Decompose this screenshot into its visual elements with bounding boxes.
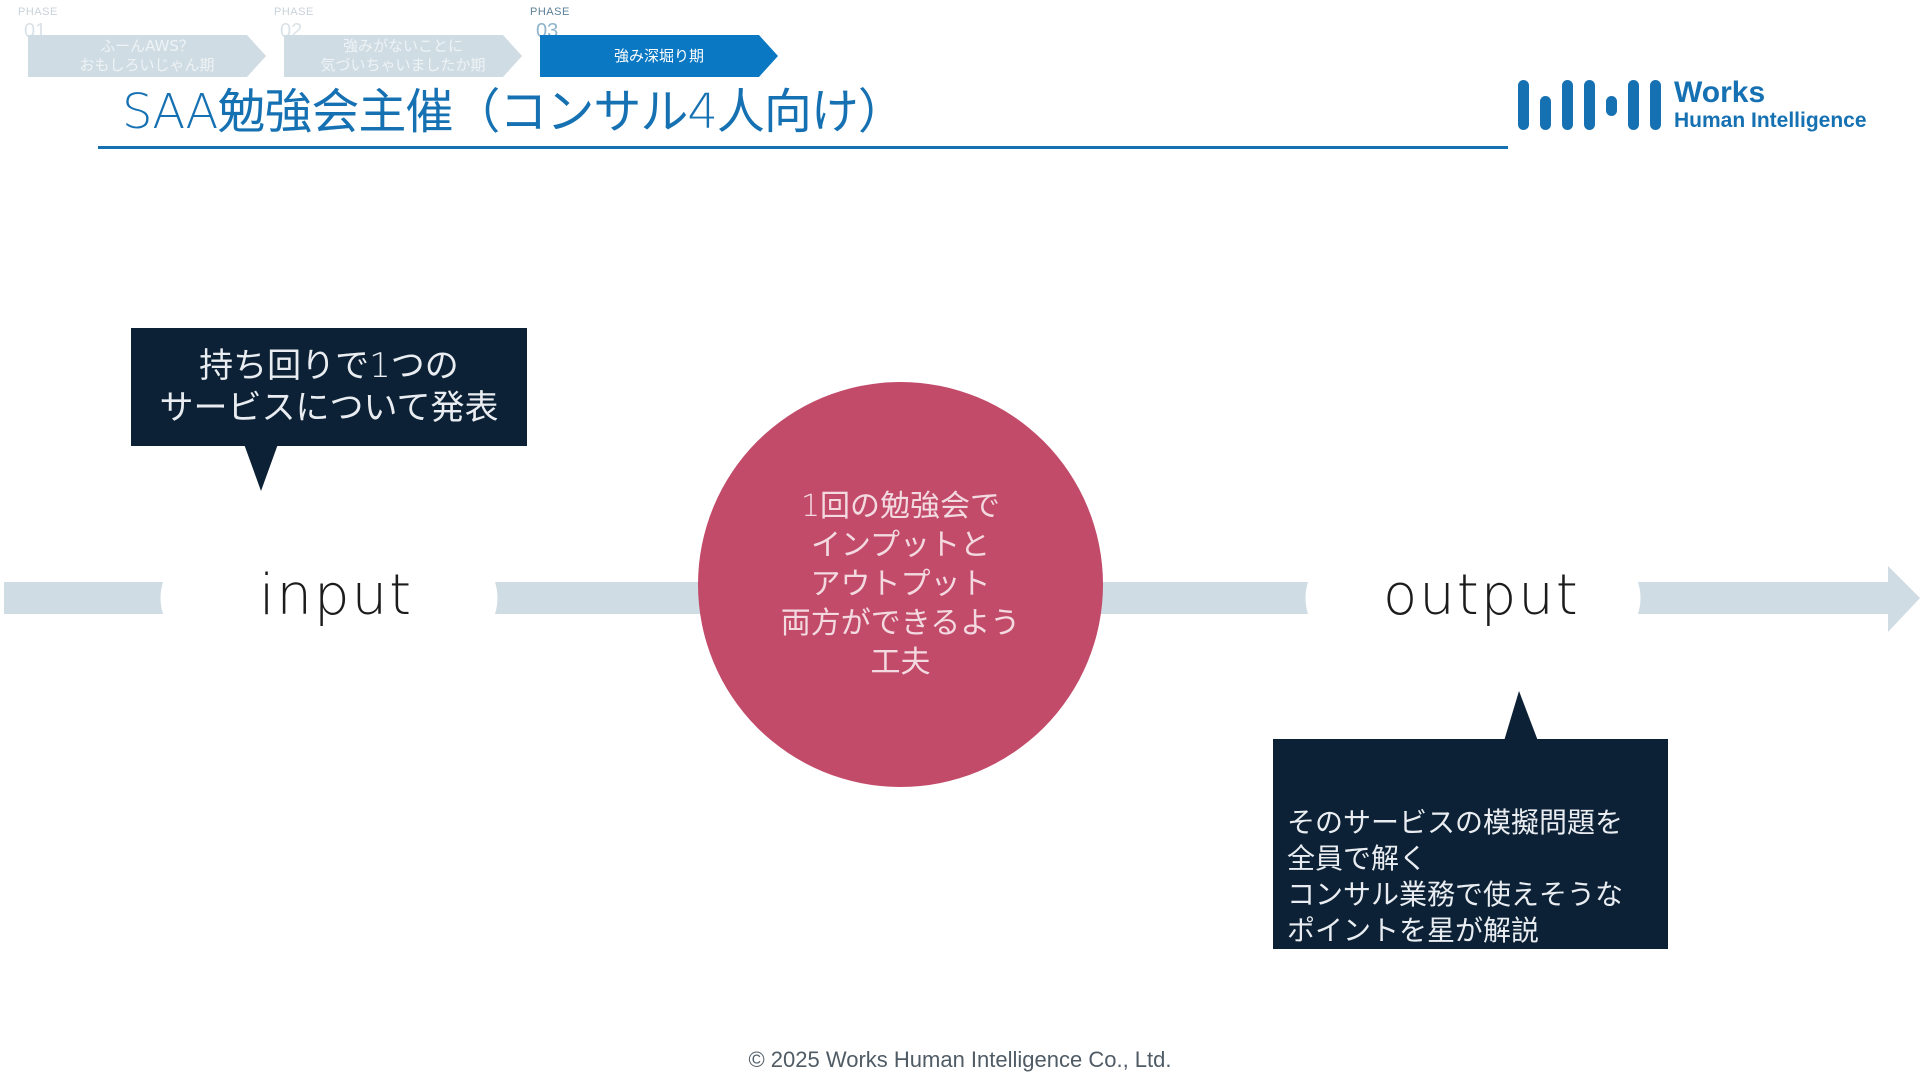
center-circle-text: 1回の勉強会で インプットと アウトプット 両方ができるよう 工夫 bbox=[780, 489, 1021, 680]
flow-arrow bbox=[4, 566, 1920, 632]
phase-3-text: 強み深堀り期 bbox=[613, 46, 704, 65]
phase-2-text: 強みがないことに 気づいちゃいましたか期 bbox=[320, 37, 486, 74]
logo-bars-icon bbox=[1518, 80, 1661, 130]
input-callout-pointer bbox=[244, 444, 278, 491]
center-circle: 1回の勉強会で インプットと アウトプット 両方ができるよう 工夫 bbox=[698, 382, 1103, 787]
flow-segment-4 bbox=[1638, 566, 1920, 632]
phase-1-chevron: ふーんAWS？ おもしろいじゃん期 bbox=[28, 35, 266, 77]
output-callout: そのサービスの模擬問題を 全員で解く コンサル業務で使えそうな ポイントを星が解… bbox=[1273, 739, 1668, 949]
flow-segment-1 bbox=[4, 582, 163, 614]
input-callout-text: 持ち回りで1つの サービスについて発表 bbox=[159, 346, 499, 428]
input-callout: 持ち回りで1つの サービスについて発表 bbox=[131, 328, 527, 446]
phase-1-text: ふーんAWS？ おもしろいじゃん期 bbox=[79, 37, 215, 74]
phase-2-chevron: 強みがないことに 気づいちゃいましたか期 bbox=[284, 35, 522, 77]
phase-3-chevron: 強み深堀り期 bbox=[540, 35, 778, 77]
flow-segment-3 bbox=[1100, 582, 1308, 614]
phase-2-label: PHASE bbox=[274, 6, 314, 18]
output-callout-pointer bbox=[1504, 691, 1538, 741]
input-label: input bbox=[259, 563, 414, 628]
logo-text-hi: Human Intelligence bbox=[1674, 109, 1867, 132]
output-callout-text: そのサービスの模擬問題を 全員で解く コンサル業務で使えそうな ポイントを星が解… bbox=[1287, 806, 1624, 947]
flow-segment-2 bbox=[495, 582, 705, 614]
title-underline bbox=[98, 146, 1508, 149]
phase-1-label: PHASE bbox=[18, 6, 58, 18]
phase-3-label: PHASE bbox=[530, 6, 570, 18]
company-logo: Works Human Intelligence bbox=[1518, 76, 1878, 136]
slide-title: SAA勉強会主催（コンサル4人向け） bbox=[122, 84, 906, 140]
output-label: output bbox=[1383, 563, 1580, 628]
copyright-footer: © 2025 Works Human Intelligence Co., Ltd… bbox=[748, 1047, 1172, 1072]
logo-text-works: Works bbox=[1674, 76, 1766, 109]
